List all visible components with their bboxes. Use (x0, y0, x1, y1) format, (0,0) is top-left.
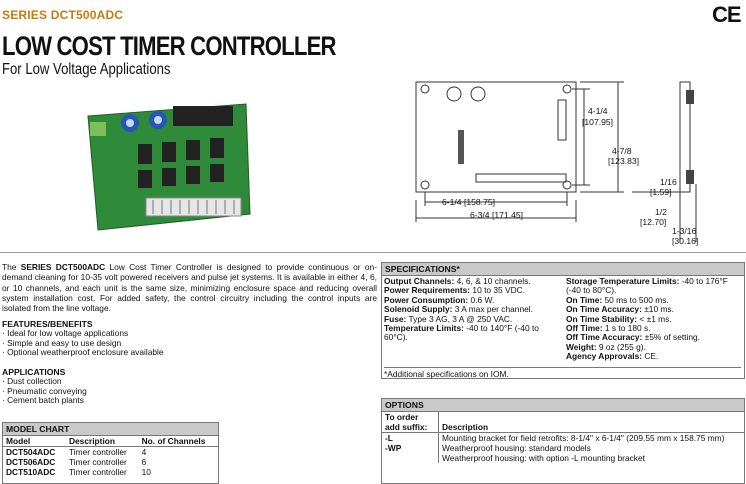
table-row: DCT510ADC Timer controller 10 (3, 467, 218, 477)
spec-item: Output Channels: 4, 6, & 10 channels. (384, 276, 531, 286)
suffix-cell: -WP (382, 443, 439, 463)
model-chart-heading: MODEL CHART (3, 423, 218, 436)
option-description-cell: Mounting bracket for field retrofits: 8-… (442, 433, 725, 443)
dim-4-7-8: 4-7/8 (612, 146, 632, 156)
description-col-header: Description (442, 422, 489, 432)
spec-item: On Time Stability: < ±1 ms. (566, 313, 672, 324)
spec-item: On Time: 50 ms to 500 ms. (566, 294, 669, 305)
description-cell: Timer controller (68, 457, 127, 467)
applications-heading: APPLICATIONS (2, 367, 66, 377)
features-list: Ideal for low voltage applications Simpl… (2, 328, 164, 358)
spec-item: Off Time Accuracy: ±5% of setting. (566, 332, 701, 343)
spec-item: Agency Approvals: CE. (566, 351, 659, 362)
dim-1-2: 1/2 (655, 207, 667, 217)
spec-item: On Time Accuracy: ±10 ms. (566, 304, 674, 315)
table-row: DCT504ADC Timer controller 4 (3, 447, 218, 457)
spec-item: Fuse: Type 3 AG, 3 A @ 250 VAC. (384, 313, 513, 324)
list-item: Ideal for low voltage applications (2, 328, 164, 339)
product-description: The SERIES DCT500ADC Low Cost Timer Cont… (2, 262, 377, 313)
spec-item: Off Time: 1 s to 180 s. (566, 323, 651, 334)
model-cell: DCT506ADC (6, 457, 56, 467)
table-row: DCT506ADC Timer controller 6 (3, 457, 218, 467)
options-heading: OPTIONS (382, 399, 744, 412)
description-cell: Timer controller (68, 467, 127, 477)
list-item: Dust collection (2, 376, 87, 387)
spec-item: Weight: 9 oz (255 g). (566, 341, 646, 352)
channels-cell: 4 (141, 447, 147, 457)
description-series: SERIES DCT500ADC (20, 262, 106, 272)
dim-4-1-4-mm: [107.95] (582, 117, 614, 127)
options-box: OPTIONS To order add suffix: Description… (381, 398, 745, 484)
list-item: Cement batch plants (2, 396, 87, 406)
spec-item: Temperature Limits: -40 to 140°F (-40 to… (384, 323, 539, 343)
model-cell: DCT504ADC (6, 447, 56, 457)
model-cell: DCT510ADC (6, 467, 56, 477)
specifications-heading: SPECIFICATIONS* (382, 263, 744, 276)
dim-1-3-16-mm: [30.16] (672, 236, 699, 246)
description-col-header: Description (68, 436, 116, 446)
option-description-cell: Weatherproof housing: standard models We… (442, 443, 645, 463)
dim-1-16-mm: [1.59] (650, 187, 672, 197)
features-heading: FEATURES/BENEFITS (2, 319, 93, 329)
dim-6-1-4: 6-1/4 [158.75] (442, 197, 496, 207)
suffix-col-header: To order add suffix: (382, 412, 439, 433)
table-row: -WP Weatherproof housing: standard model… (382, 443, 744, 463)
product-photo (87, 103, 251, 231)
dim-1-3-16: 1-3/16 (672, 226, 697, 236)
spec-item: Power Requirements: 10 to 35 VDC. (384, 285, 526, 296)
specifications-footnote: *Additional specifications on IOM. (384, 367, 741, 379)
dim-1-2-mm: [12.70] (640, 217, 667, 227)
list-item: Optional weatherproof enclosure availabl… (2, 348, 163, 358)
specifications-box: SPECIFICATIONS* Output Channels: 4, 6, &… (381, 262, 745, 379)
dim-1-16: 1/16 (660, 177, 677, 187)
list-item: Simple and easy to use design (2, 338, 164, 349)
specifications-right-column: Storage Temperature Limits: -40 to 176°F… (566, 276, 742, 362)
model-chart: MODEL CHART Model Description No. of Cha… (2, 422, 219, 484)
dimension-drawing (415, 81, 697, 242)
channels-col-header: No. of Channels (141, 436, 206, 446)
list-item: Pneumatic conveying (2, 386, 87, 397)
page-title: LOW COST TIMER CONTROLLER (2, 31, 337, 61)
ce-mark-logo: CE (712, 2, 742, 27)
applications-list: Dust collection Pneumatic conveying Ceme… (2, 376, 87, 406)
model-col-header: Model (6, 436, 31, 446)
section-divider (0, 252, 746, 253)
dim-4-1-4: 4-1/4 (588, 106, 608, 116)
description-cell: Timer controller (68, 447, 127, 457)
description-text: Low Cost Timer Controller is designed to… (2, 262, 377, 314)
channels-cell: 10 (141, 467, 151, 477)
spec-item: Power Consumption: 0.6 W. (384, 294, 495, 305)
dim-4-7-8-mm: [123.83] (608, 156, 640, 166)
spec-item: Solenoid Supply: 3 A max per channel. (384, 304, 533, 315)
dim-6-3-4: 6-3/4 [171.45] (470, 210, 524, 220)
spec-item: Storage Temperature Limits: -40 to 176°F… (566, 276, 728, 296)
specifications-left-column: Output Channels: 4, 6, & 10 channels. Po… (384, 276, 562, 343)
description-lead: The (2, 262, 21, 272)
table-row: -L Mounting bracket for field retrofits:… (382, 432, 744, 443)
suffix-cell: -L (382, 432, 439, 443)
channels-cell: 6 (141, 457, 147, 467)
series-label: SERIES DCT500ADC (2, 8, 124, 22)
page-subtitle: For Low Voltage Applications (2, 61, 171, 78)
